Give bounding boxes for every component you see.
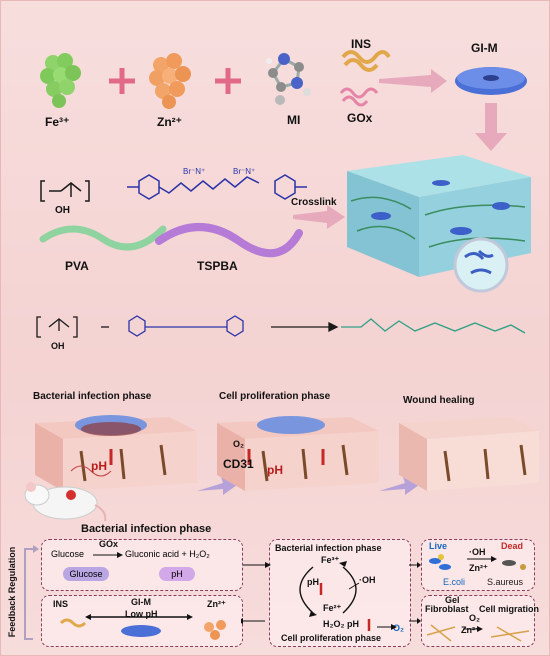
ins-protein bbox=[341, 50, 391, 72]
mi-molecule bbox=[266, 53, 311, 105]
pva-ribbon bbox=[39, 225, 167, 251]
gox-protein bbox=[339, 87, 379, 107]
ins-release-graphics bbox=[59, 614, 226, 640]
synthesis-scheme bbox=[36, 50, 531, 338]
tspba-charge-label-2: Br⁻N⁺ bbox=[233, 167, 256, 176]
arrow-phase-1 bbox=[197, 477, 237, 495]
crosslink-label: Crosslink bbox=[291, 197, 337, 208]
phase-proliferation-label: Cell proliferation phase bbox=[219, 391, 331, 402]
fe3-text: Fe³⁺ bbox=[321, 555, 340, 565]
fibroblast-graphics bbox=[426, 624, 530, 642]
ph-label-2: pH bbox=[267, 463, 283, 477]
fibroblast-text: Fibroblast bbox=[425, 604, 469, 614]
skin-phases bbox=[35, 415, 539, 495]
saureus-text: S.aureus bbox=[487, 577, 524, 587]
pva-label: PVA bbox=[65, 259, 89, 273]
zn-cluster bbox=[149, 53, 191, 109]
zn-label: Zn²⁺ bbox=[157, 115, 182, 129]
box-ins-release bbox=[41, 595, 243, 647]
h2o2-ph-text: H₂O₂ pH bbox=[323, 619, 359, 629]
oh-label: OH bbox=[55, 205, 70, 216]
ecoli-text: E.coli bbox=[443, 577, 466, 587]
gluconic-text: Gluconic acid + H₂O₂ bbox=[125, 549, 210, 559]
o2-right-text: O₂ bbox=[469, 613, 480, 623]
ins-label: INS bbox=[351, 37, 372, 51]
arrow-phase-2 bbox=[379, 477, 419, 495]
dead-text: Dead bbox=[501, 541, 524, 551]
skin-block-healing bbox=[399, 417, 539, 491]
mouse-illustration bbox=[24, 482, 107, 522]
connector-arrows bbox=[241, 562, 271, 624]
skin-block-proliferation bbox=[217, 416, 379, 491]
bacteria-graphics bbox=[429, 554, 526, 570]
reaction-oh-label: OH bbox=[51, 341, 65, 351]
gim-text: GI-M bbox=[131, 597, 151, 607]
crosslink-arrow bbox=[293, 205, 345, 229]
live-text: Live bbox=[429, 541, 448, 551]
box-antibacterial bbox=[421, 539, 535, 591]
plus-icon bbox=[109, 68, 135, 94]
hydrogel-block bbox=[347, 155, 531, 293]
arrow-down bbox=[475, 103, 507, 151]
plus-icon bbox=[215, 68, 241, 94]
box-glucose bbox=[41, 539, 243, 591]
box-fenton bbox=[269, 539, 411, 647]
center-bottom-text: Cell proliferation phase bbox=[281, 633, 382, 643]
glucose-text: Glucose bbox=[51, 549, 85, 559]
zn-text: Zn²⁺ bbox=[207, 599, 226, 609]
fe-label: Fe³⁺ bbox=[45, 115, 70, 129]
connector-arrows-right bbox=[409, 562, 421, 624]
gim-nanoparticle bbox=[455, 67, 527, 95]
gim-label: GI-M bbox=[471, 41, 498, 55]
o2-text: O₂ bbox=[393, 623, 404, 633]
zn-right-text-2: Zn²⁺ bbox=[461, 625, 480, 635]
glucose-pill: Glucose bbox=[63, 567, 109, 581]
minus-oh-text: ·OH bbox=[469, 547, 486, 557]
pva-structure bbox=[40, 180, 90, 202]
ph-pill: pH bbox=[159, 567, 195, 581]
mi-label: MI bbox=[287, 113, 301, 127]
fenton-cycle bbox=[299, 561, 397, 631]
gox-arrow-label: GOx bbox=[99, 539, 119, 549]
oh-radical-text: ·OH bbox=[359, 575, 376, 585]
phase-bacterial-label: Bacterial infection phase bbox=[33, 391, 152, 402]
tspba-structure bbox=[127, 174, 307, 200]
migration-text: Cell migration bbox=[479, 604, 540, 614]
phase-healing-label: Wound healing bbox=[403, 395, 475, 406]
ins-text: INS bbox=[53, 599, 69, 609]
skin-block-bacterial bbox=[35, 415, 197, 491]
tspba-label: TSPBA bbox=[197, 259, 238, 273]
cd31-label: CD31 bbox=[223, 457, 254, 471]
feedback-label: Feedback Regulation bbox=[7, 546, 17, 638]
gel-text: Gel bbox=[445, 595, 460, 605]
fe-cluster bbox=[40, 53, 81, 108]
mechanism-title: Bacterial infection phase bbox=[81, 523, 212, 535]
zn-right-text: Zn²⁺ bbox=[469, 563, 488, 573]
arrow-right bbox=[379, 69, 447, 93]
o2-label: O₂ bbox=[233, 439, 244, 449]
feedback-arrows bbox=[24, 545, 39, 640]
fe2-text: Fe²⁺ bbox=[323, 603, 342, 613]
ph-label-1: pH bbox=[91, 459, 107, 473]
center-title: Bacterial infection phase bbox=[275, 543, 382, 553]
reaction-scheme bbox=[36, 315, 526, 338]
tspba-ribbon bbox=[155, 223, 303, 258]
low-ph-text: Low pH bbox=[125, 609, 158, 619]
arrow-icon bbox=[93, 552, 123, 558]
tspba-charge-label: Br⁻N⁺ bbox=[183, 167, 206, 176]
gox-label: GOx bbox=[347, 111, 373, 125]
center-ph-text: pH bbox=[307, 577, 319, 587]
